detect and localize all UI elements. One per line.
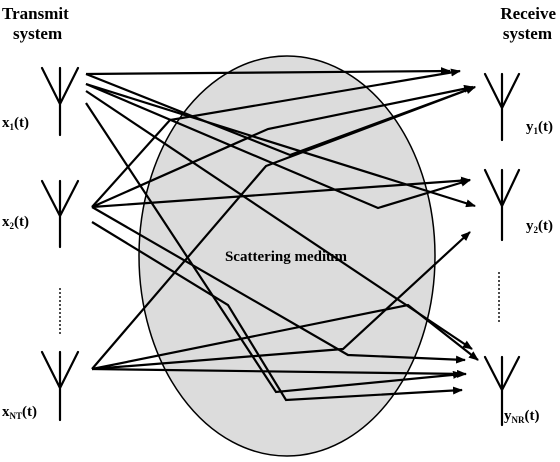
receive-title-line1: Receive bbox=[500, 4, 556, 23]
tx-label-nt-suffix: (t) bbox=[22, 404, 37, 420]
scattering-medium-label: Scattering medium bbox=[225, 249, 348, 265]
path-tx1-rx1-direct bbox=[85, 67, 451, 76]
tx-label-1-suffix: (t) bbox=[14, 115, 29, 131]
path-tx2-rx2 bbox=[91, 176, 471, 209]
path-txnt-rxnr-upper bbox=[91, 303, 479, 371]
propagation-paths bbox=[85, 67, 479, 402]
rx-antenna-1-icon bbox=[483, 72, 521, 142]
path-tx1-rx2-scattered bbox=[85, 82, 471, 210]
tx-label-2-var: x bbox=[2, 214, 10, 230]
receive-title-line2: system bbox=[503, 24, 552, 43]
path-tx2-rx1 bbox=[91, 84, 474, 209]
tx-label-nt-var: x bbox=[2, 404, 10, 420]
transmit-title-line1: Transmit bbox=[2, 4, 69, 23]
tx-label-2-sub: 2 bbox=[10, 221, 15, 231]
rx-label-2-suffix: (t) bbox=[538, 218, 553, 234]
tx-label-2: x2(t) bbox=[2, 214, 29, 231]
path-tx2-rx1-upper bbox=[91, 68, 461, 208]
tx-label-1-var: x bbox=[2, 115, 10, 131]
tx-label-nt-sub: NT bbox=[10, 411, 23, 421]
path-txnt-rx1 bbox=[91, 85, 476, 370]
tx-label-1-sub: 1 bbox=[10, 122, 15, 132]
rx-label-2-sub: 2 bbox=[534, 225, 539, 235]
rx-label-nr-suffix: (t) bbox=[525, 408, 540, 424]
path-tx2-rxnr bbox=[91, 206, 466, 364]
rx-label-1-var: y bbox=[526, 119, 534, 135]
tx-antenna-1-icon bbox=[40, 66, 80, 137]
path-tx1-rxnr-low bbox=[85, 102, 463, 394]
path-tx1-rx2-long bbox=[85, 82, 476, 208]
rx-label-nr: yNR(t) bbox=[504, 408, 540, 425]
rx-label-nr-var: y bbox=[504, 408, 512, 424]
tx-label-nt: xNT(t) bbox=[2, 404, 37, 421]
rx-label-2: y2(t) bbox=[526, 218, 553, 235]
path-txnt-rx2 bbox=[91, 231, 471, 371]
tx-antenna-2-icon bbox=[40, 179, 80, 249]
rx-label-1-sub: 1 bbox=[534, 126, 539, 136]
path-txnt-rxnr bbox=[91, 367, 467, 378]
rx-label-1: y1(t) bbox=[526, 119, 553, 136]
rx-label-1-suffix: (t) bbox=[538, 119, 553, 135]
rx-label-nr-sub: NR bbox=[512, 415, 525, 425]
tx-label-1: x1(t) bbox=[2, 115, 29, 132]
tx-antenna-nt-icon bbox=[40, 350, 80, 422]
rx-label-2-var: y bbox=[526, 218, 534, 234]
tx-label-2-suffix: (t) bbox=[14, 214, 29, 230]
transmit-title-line2: system bbox=[13, 24, 62, 43]
rx-antenna-2-icon bbox=[483, 168, 521, 242]
path-tx2-rxnr-low bbox=[91, 221, 463, 402]
rx-antenna-nr-icon bbox=[483, 355, 521, 427]
